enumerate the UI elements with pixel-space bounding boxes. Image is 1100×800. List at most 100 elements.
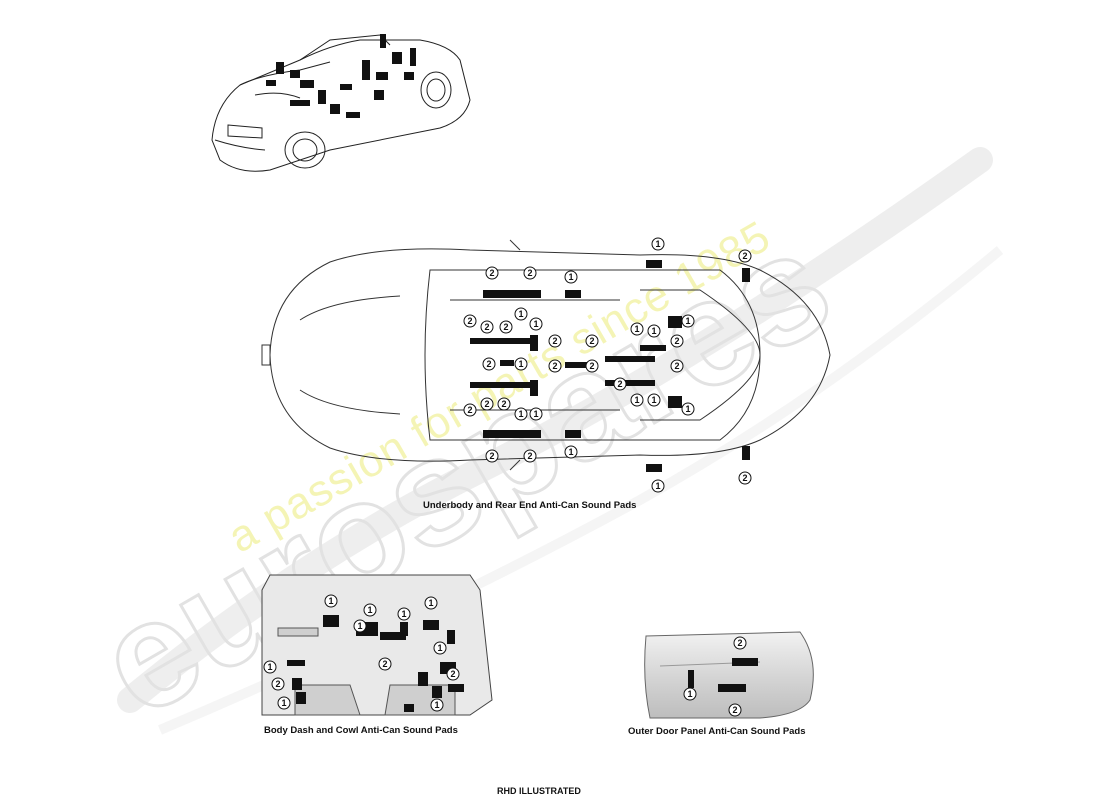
numbered-callout-icon: 1 <box>529 317 543 331</box>
svg-text:1: 1 <box>428 598 433 608</box>
zigzag-pad-icon <box>605 380 655 386</box>
numbered-callout-icon: 1 <box>324 594 338 608</box>
svg-text:1: 1 <box>434 700 439 710</box>
svg-text:1: 1 <box>651 326 656 336</box>
svg-text:1: 1 <box>518 359 523 369</box>
numbered-callout-icon: 1 <box>363 603 377 617</box>
svg-text:1: 1 <box>401 609 406 619</box>
numbered-callout-icon: 1 <box>630 393 644 407</box>
svg-text:1: 1 <box>518 409 523 419</box>
numbered-callout-icon: 1 <box>564 270 578 284</box>
svg-text:1: 1 <box>267 662 272 672</box>
svg-text:1: 1 <box>568 272 573 282</box>
numbered-callout-icon: 1 <box>651 237 665 251</box>
svg-text:1: 1 <box>685 316 690 326</box>
zigzag-pad-icon <box>605 356 655 362</box>
numbered-callout-icon: 1 <box>397 607 411 621</box>
numbered-callout-icon: 2 <box>670 334 684 348</box>
numbered-callout-icon: 1 <box>424 596 438 610</box>
numbered-callout-icon: 1 <box>630 322 644 336</box>
door-caption: Outer Door Panel Anti-Can Sound Pads <box>628 726 806 737</box>
callouts-underbody: 1 2 2 2 1 2 2 2 1 1 2 2 1 1 2 2 1 2 2 2 … <box>463 237 752 493</box>
svg-text:2: 2 <box>503 322 508 332</box>
svg-text:2: 2 <box>467 316 472 326</box>
underbody-caption: Underbody and Rear End Anti-Can Sound Pa… <box>423 500 637 511</box>
svg-text:2: 2 <box>486 359 491 369</box>
svg-text:2: 2 <box>467 405 472 415</box>
numbered-callout-icon: 1 <box>647 393 661 407</box>
numbered-callout-icon: 1 <box>277 696 291 710</box>
svg-text:1: 1 <box>367 605 372 615</box>
svg-text:1: 1 <box>533 409 538 419</box>
numbered-callout-icon: 1 <box>263 660 277 674</box>
zigzag-pad-icon <box>565 362 595 368</box>
numbered-callout-icon: 1 <box>433 641 447 655</box>
svg-text:1: 1 <box>655 481 660 491</box>
zigzag-pad-icon <box>668 316 682 328</box>
zigzag-pad-icon <box>742 268 750 282</box>
svg-text:2: 2 <box>275 679 280 689</box>
svg-text:2: 2 <box>484 399 489 409</box>
numbered-callout-icon: 1 <box>514 357 528 371</box>
zigzag-pad-icon <box>565 430 581 438</box>
numbered-callout-icon: 2 <box>548 334 562 348</box>
svg-text:2: 2 <box>674 336 679 346</box>
numbered-callout-icon: 2 <box>378 657 392 671</box>
numbered-callout-icon: 1 <box>647 324 661 338</box>
svg-text:1: 1 <box>518 309 523 319</box>
svg-text:2: 2 <box>589 361 594 371</box>
numbered-callout-icon: 2 <box>497 397 511 411</box>
zigzag-pad-icon <box>470 338 530 344</box>
zigzag-pad-icon <box>483 430 541 438</box>
numbered-callout-icon: 1 <box>651 479 665 493</box>
numbered-callout-icon: 1 <box>514 307 528 321</box>
dash-caption: Body Dash and Cowl Anti-Can Sound Pads <box>264 725 458 736</box>
numbered-callout-icon: 2 <box>585 359 599 373</box>
numbered-callout-icon: 2 <box>733 636 747 650</box>
numbered-callout-icon: 2 <box>271 677 285 691</box>
svg-text:2: 2 <box>489 268 494 278</box>
numbered-callout-icon: 2 <box>670 359 684 373</box>
numbered-callout-icon: 2 <box>485 266 499 280</box>
numbered-callout-icon: 1 <box>430 698 444 712</box>
pad-markers <box>470 260 750 472</box>
zigzag-pad-icon <box>646 464 662 472</box>
svg-text:1: 1 <box>651 395 656 405</box>
svg-text:2: 2 <box>742 473 747 483</box>
numbered-callout-icon: 2 <box>548 359 562 373</box>
svg-text:1: 1 <box>281 698 286 708</box>
svg-text:1: 1 <box>634 395 639 405</box>
numbered-callout-icon: 2 <box>613 377 627 391</box>
numbered-callout-icon: 1 <box>529 407 543 421</box>
svg-text:1: 1 <box>634 324 639 334</box>
svg-text:1: 1 <box>687 689 692 699</box>
numbered-callout-icon: 2 <box>446 667 460 681</box>
svg-text:1: 1 <box>685 404 690 414</box>
numbered-callout-icon: 2 <box>482 357 496 371</box>
numbered-callout-icon: 2 <box>480 320 494 334</box>
svg-text:1: 1 <box>568 447 573 457</box>
zigzag-pad-icon <box>530 380 538 396</box>
svg-text:2: 2 <box>527 451 532 461</box>
zigzag-pad-icon <box>500 360 514 366</box>
numbered-callout-icon: 1 <box>681 314 695 328</box>
svg-text:2: 2 <box>732 705 737 715</box>
svg-text:1: 1 <box>655 239 660 249</box>
svg-text:1: 1 <box>533 319 538 329</box>
svg-text:2: 2 <box>382 659 387 669</box>
zigzag-pad-icon <box>483 290 541 298</box>
svg-text:2: 2 <box>674 361 679 371</box>
svg-text:2: 2 <box>552 336 557 346</box>
svg-text:2: 2 <box>742 251 747 261</box>
numbered-callout-icon: 2 <box>738 249 752 263</box>
zigzag-pad-icon <box>470 382 530 388</box>
numbered-callout-icon: 2 <box>463 403 477 417</box>
zigzag-pad-icon <box>565 290 581 298</box>
svg-text:2: 2 <box>489 451 494 461</box>
zigzag-pad-icon <box>668 396 682 408</box>
svg-text:2: 2 <box>552 361 557 371</box>
